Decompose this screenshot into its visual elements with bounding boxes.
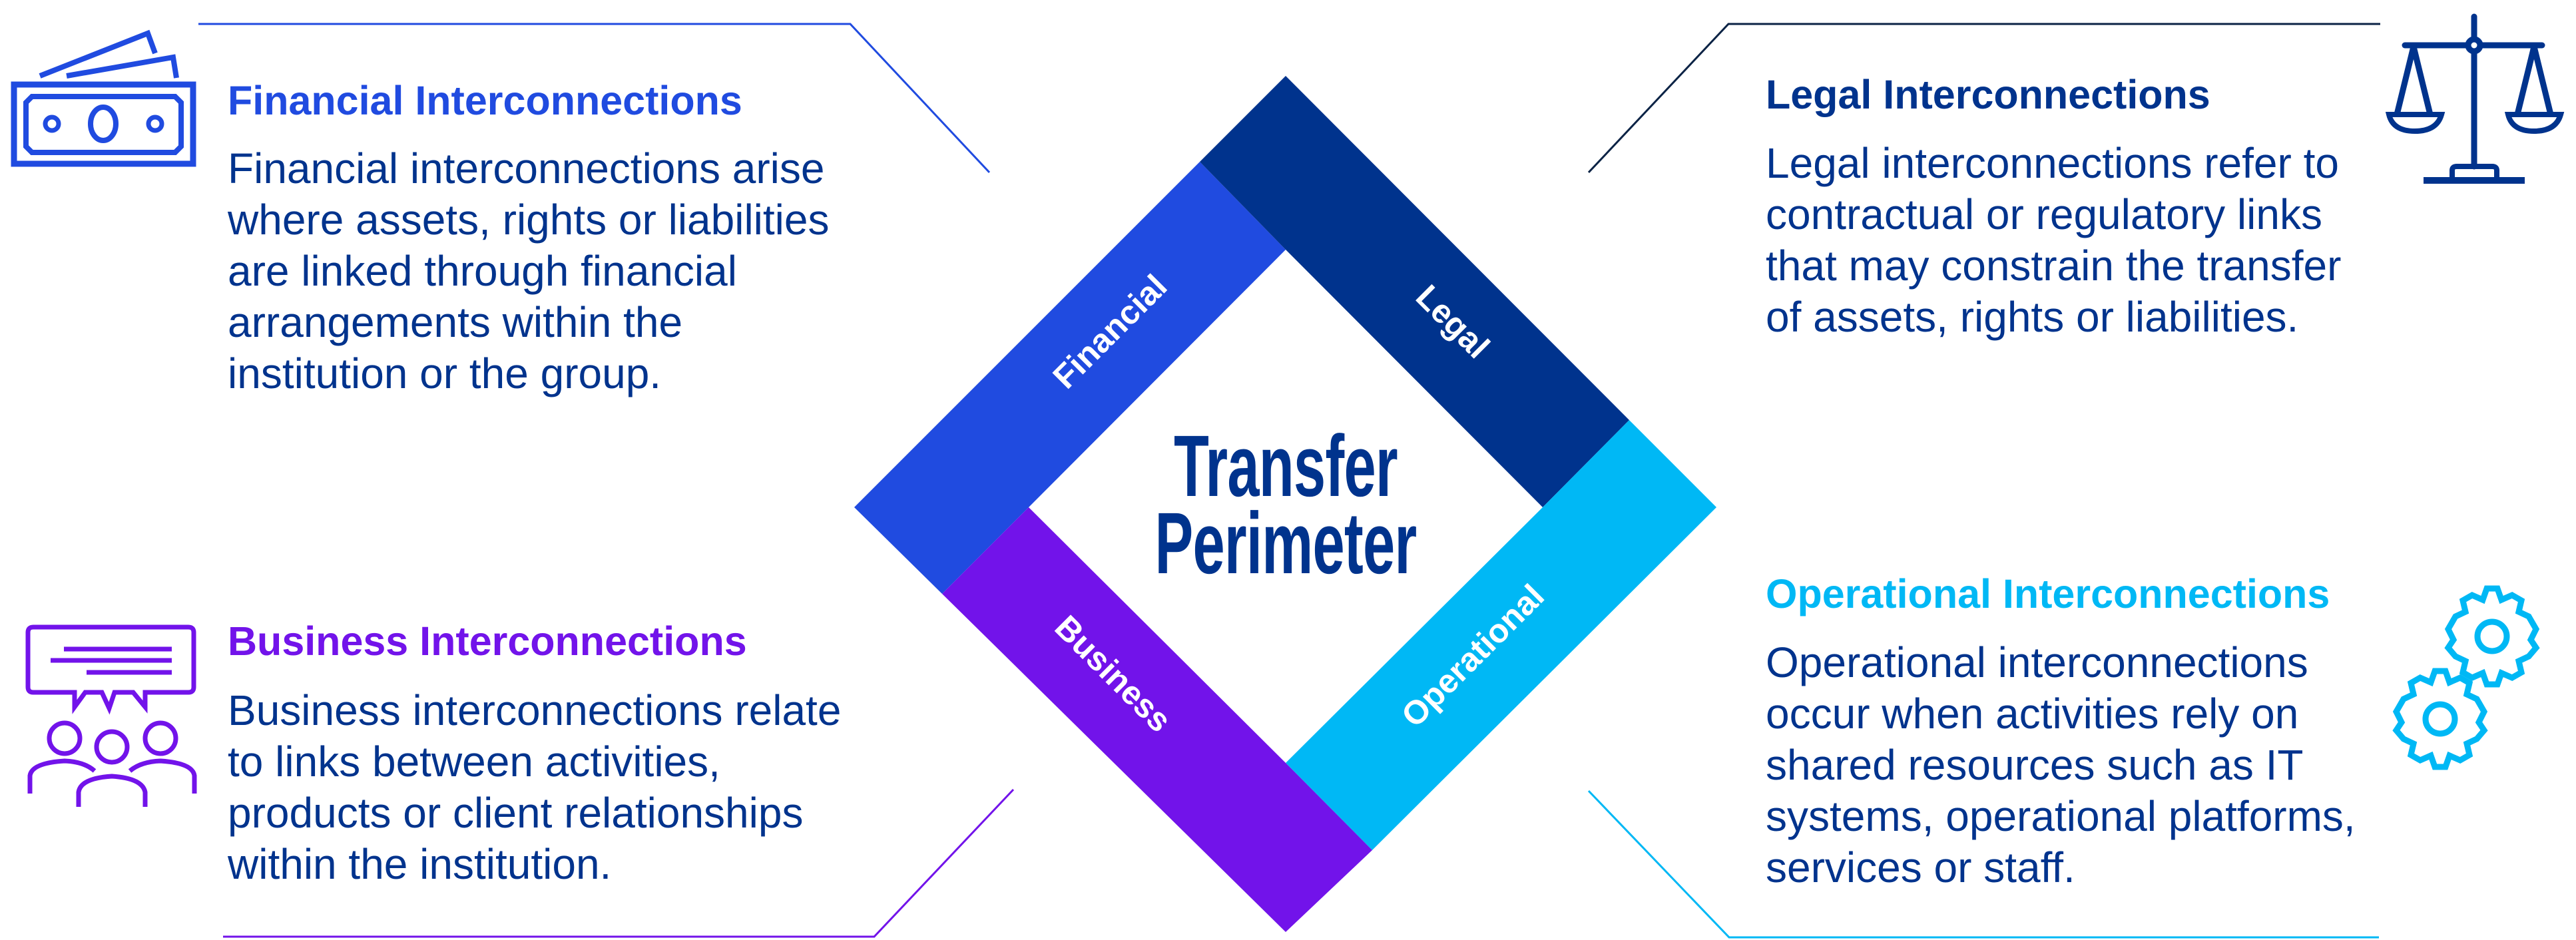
operational-band	[1286, 420, 1716, 850]
operational-connector-line	[1587, 790, 2379, 939]
body-line: occur when activities rely on	[1766, 690, 2299, 738]
scales-of-justice-icon	[2385, 13, 2565, 184]
legal-connector-line	[1587, 23, 2380, 174]
body-line: where assets, rights or liabilities	[228, 196, 830, 244]
financial-connector-line	[198, 23, 991, 174]
body-line: within the institution.	[228, 840, 612, 888]
legal-band	[1200, 76, 1629, 507]
body-line: arrangements within the	[228, 298, 683, 346]
body-line: that may constrain the transfer	[1766, 242, 2342, 290]
body-line: are linked through financial	[228, 247, 737, 295]
body-line: to links between activities,	[228, 738, 720, 786]
body-line: services or staff.	[1766, 843, 2075, 891]
center-title-line-2: Perimeter	[1155, 494, 1417, 592]
gears-icon	[2392, 585, 2540, 770]
financial-section-title: Financial Interconnections	[228, 78, 742, 123]
body-line: Financial interconnections arise	[228, 144, 825, 192]
body-line: Legal interconnections refer to	[1766, 139, 2339, 187]
body-line: contractual or regulatory links	[1766, 190, 2322, 238]
body-line: institution or the group.	[228, 350, 662, 397]
money-bills-icon	[11, 29, 196, 167]
operational-section-body: Operational interconnections occur when …	[1766, 637, 2356, 893]
business-band	[942, 507, 1372, 932]
people-discussion-icon	[25, 624, 197, 807]
center-title-line-1: Transfer	[1174, 417, 1398, 515]
body-line: products or client relationships	[228, 789, 804, 837]
business-section-title: Business Interconnections	[228, 618, 747, 664]
legal-section-body: Legal interconnections refer to contract…	[1766, 138, 2341, 343]
body-line: systems, operational platforms,	[1766, 792, 2356, 840]
financial-band	[854, 162, 1286, 594]
legal-section-title: Legal Interconnections	[1766, 72, 2210, 117]
business-connector-line	[223, 788, 1015, 938]
business-section-body: Business interconnections relate to link…	[228, 685, 841, 890]
operational-section-title: Operational Interconnections	[1766, 571, 2330, 616]
body-line: of assets, rights or liabilities.	[1766, 293, 2299, 341]
body-line: shared resources such as IT	[1766, 741, 2304, 789]
financial-section-body: Financial interconnections arise where a…	[228, 143, 829, 399]
body-line: Operational interconnections	[1766, 638, 2308, 686]
body-line: Business interconnections relate	[228, 686, 842, 734]
